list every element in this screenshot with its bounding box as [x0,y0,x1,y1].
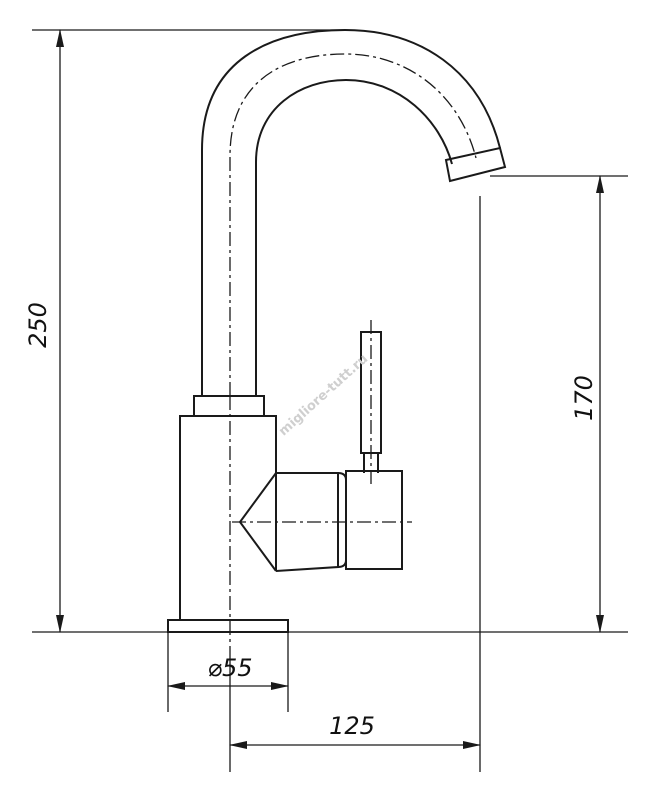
handle-neck [363,453,379,473]
faucet-outline [167,28,507,633]
dimension-label-125: 125 [329,712,375,740]
lever-cap [345,470,403,570]
lever-housing-seam [337,472,347,568]
spout-outer [201,28,501,396]
dimension-lines [56,29,604,749]
dimension-label-250: 250 [24,302,52,348]
faucet-body [179,415,277,620]
center-lines [229,53,477,660]
spout-collar [193,395,265,417]
spout-center-line [229,53,477,396]
spout-inner [255,78,453,396]
spout-tip [444,146,507,183]
base-plate [167,619,289,633]
dimension-label-170: 170 [570,375,598,421]
extension-lines [32,29,628,772]
watermark-text: migliore-tutt.ru [276,352,371,440]
dimension-label-55: ⌀55 [208,654,253,682]
